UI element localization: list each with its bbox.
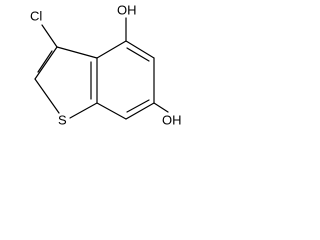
bond-c4-c5 <box>125 40 155 59</box>
benzothiophene-structure: Cl OH OH S <box>30 2 182 127</box>
bond-c3a-c4 <box>96 40 127 59</box>
hydroxyl-top-label: OH <box>117 2 137 17</box>
bond-c6-c7-double <box>126 99 150 113</box>
bond-c3-c2-double <box>37 50 53 73</box>
bond-c4-c5-double <box>126 47 150 62</box>
hydroxyl-right-label: OH <box>162 112 182 127</box>
bond-c6-c7 <box>125 102 155 120</box>
bond-c3-c2 <box>34 46 58 80</box>
bond-c2-s <box>34 78 60 114</box>
bond-c7-c7a <box>96 102 127 120</box>
bond-c3-cl <box>41 24 58 48</box>
bond-c6-oh <box>153 102 169 113</box>
bond-s-c7a <box>69 102 98 119</box>
chlorine-label: Cl <box>30 8 42 23</box>
sulfur-label: S <box>58 112 67 127</box>
bond-c3-c3a <box>56 46 98 59</box>
